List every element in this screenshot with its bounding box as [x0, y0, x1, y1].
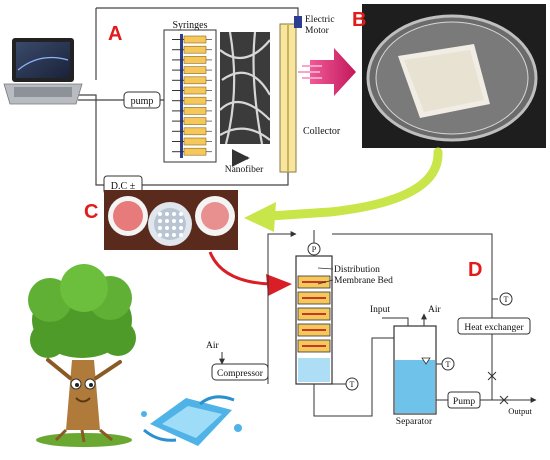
syringe-icon — [172, 86, 212, 95]
filter-hole — [179, 219, 183, 223]
syringe-icon — [172, 107, 212, 115]
collector-label: Collector — [303, 126, 341, 137]
green-arrow — [244, 147, 443, 232]
temp-gauge-top-label: T — [504, 295, 509, 304]
compressor-box — [211, 363, 269, 381]
syringe-icon — [172, 127, 212, 136]
filter-hole — [172, 212, 176, 216]
filter-hole — [179, 226, 183, 230]
membrane-bed — [297, 339, 331, 353]
filter-hole — [158, 219, 162, 223]
filter-hole — [165, 219, 169, 223]
tree-cartoon-icon — [28, 264, 136, 447]
syringe-icon — [172, 147, 212, 156]
pump-label: pump — [131, 96, 154, 107]
temp-gauge-separator-label: T — [446, 360, 451, 369]
filter-hole — [165, 212, 169, 216]
nanofiber-image — [219, 31, 271, 145]
motor-icon — [294, 16, 302, 28]
pressure-gauge-label: P — [312, 245, 317, 254]
filter-hole — [165, 233, 169, 237]
syringe-array — [172, 34, 212, 158]
filter-hole — [179, 212, 183, 216]
pump-d-label: Pump — [453, 397, 475, 407]
air-compressor-label: Air — [206, 341, 220, 351]
syringe-icon — [172, 56, 212, 64]
dc-label: D.C ± — [111, 181, 136, 192]
motor-label-2: Motor — [305, 26, 330, 36]
filter-hole — [179, 233, 183, 237]
panel-letter-d: D — [468, 259, 482, 281]
membrane-bed — [297, 291, 331, 305]
membrane-bed — [297, 275, 331, 289]
panel-b: B — [352, 4, 546, 148]
filter-hole — [172, 226, 176, 230]
membrane-bed — [297, 307, 331, 321]
output-label: Output — [508, 406, 532, 416]
heat-exchanger-box — [457, 317, 531, 335]
heat-exchanger-label: Heat exchanger — [464, 323, 524, 333]
panel-letter-a: A — [108, 23, 122, 45]
panel-a: pump Syringes Nanofiber Collector — [3, 7, 356, 195]
distribution-label: Distribution — [334, 265, 380, 275]
compressor-label: Compressor — [217, 369, 264, 379]
temp-gauge-top — [499, 292, 513, 306]
panel-c: C — [84, 190, 238, 250]
nanofiber-label: Nanofiber — [225, 164, 264, 175]
syringe-icon — [172, 45, 212, 54]
temp-gauge-column-label: T — [350, 380, 355, 389]
filter-hole — [165, 226, 169, 230]
input-label: Input — [370, 305, 390, 315]
laptop-icon — [3, 38, 83, 105]
syringe-icon — [172, 96, 212, 105]
syringe-icon — [172, 76, 212, 85]
filter-hole — [172, 233, 176, 237]
panel-d: P Distribution Membrane Bed T Heat excha… — [206, 230, 537, 427]
filter-hole — [158, 212, 162, 216]
pink-arrow-icon — [298, 48, 356, 96]
syringe-icon — [172, 66, 212, 74]
syringes-label: Syringes — [173, 20, 208, 31]
separator-label: Separator — [396, 417, 433, 427]
pump-box — [123, 91, 161, 109]
water-splash-icon — [141, 395, 242, 446]
filter-hole — [158, 233, 162, 237]
filter-hole — [158, 226, 162, 230]
membrane-bed — [297, 323, 331, 337]
red-arrow — [208, 251, 292, 296]
syringe-icon — [172, 137, 212, 146]
panel-letter-b: B — [352, 9, 366, 31]
syringe-icon — [172, 35, 212, 44]
membrane-bed-label: Membrane Bed — [334, 276, 393, 286]
motor-label-1: Electric — [305, 15, 335, 25]
syringe-icon — [172, 117, 212, 125]
filter-hole — [172, 219, 176, 223]
air-separator-label: Air — [428, 305, 442, 315]
panel-letter-c: C — [84, 201, 98, 223]
